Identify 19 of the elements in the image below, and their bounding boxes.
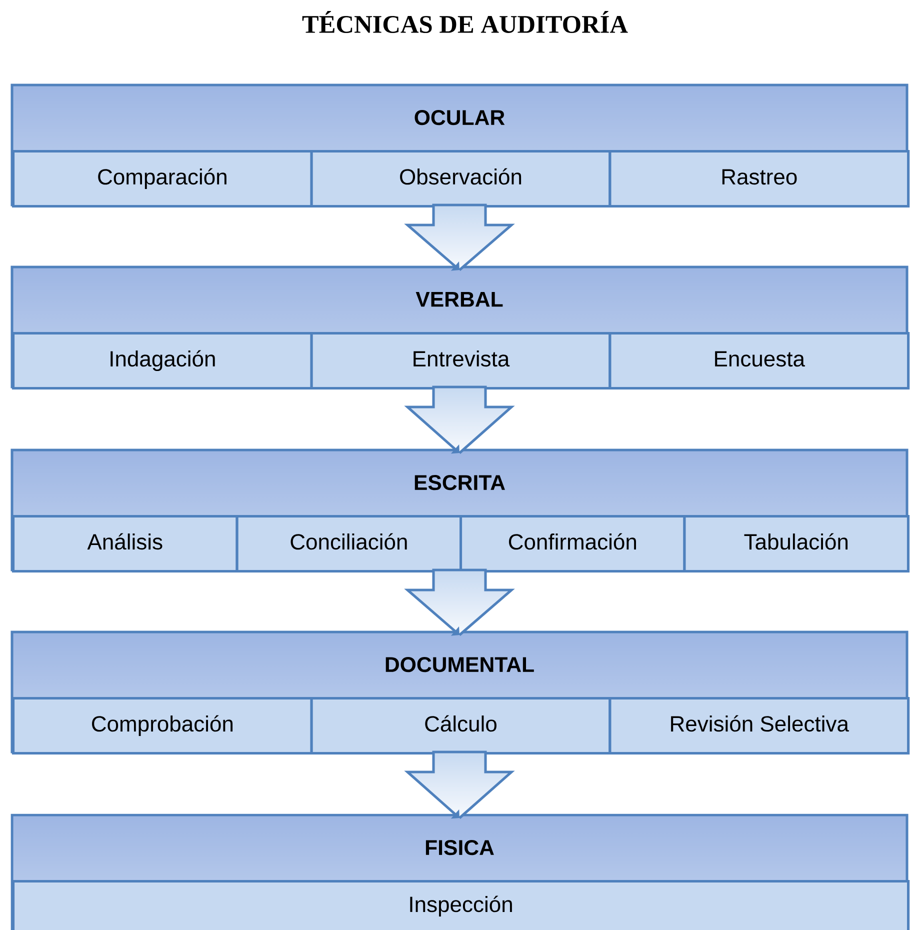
technique-cell: Entrevista (310, 332, 612, 390)
technique-cell: Confirmación (460, 515, 686, 573)
technique-cell: Rastreo (608, 150, 910, 208)
technique-cell: Encuesta (608, 332, 910, 390)
title: TÉCNICAS DE AUDITORÍA (302, 11, 628, 33)
technique-cell: Observación (310, 150, 612, 208)
block-arrow (404, 750, 515, 820)
technique-cell: Cálculo (310, 697, 612, 755)
technique-cell: Revisión Selectiva (608, 697, 910, 755)
technique-cell: Conciliación (236, 515, 462, 573)
technique-cell: Tabulación (683, 515, 910, 573)
technique-cell: Inspección (12, 880, 910, 930)
technique-cell: Indagación (12, 332, 313, 390)
technique-cell: Análisis (12, 515, 238, 573)
block-arrow (404, 204, 515, 272)
technique-cell: Comprobación (12, 697, 313, 755)
block-arrow (404, 568, 515, 636)
block-arrow (404, 386, 515, 454)
technique-cell: Comparación (12, 150, 313, 208)
